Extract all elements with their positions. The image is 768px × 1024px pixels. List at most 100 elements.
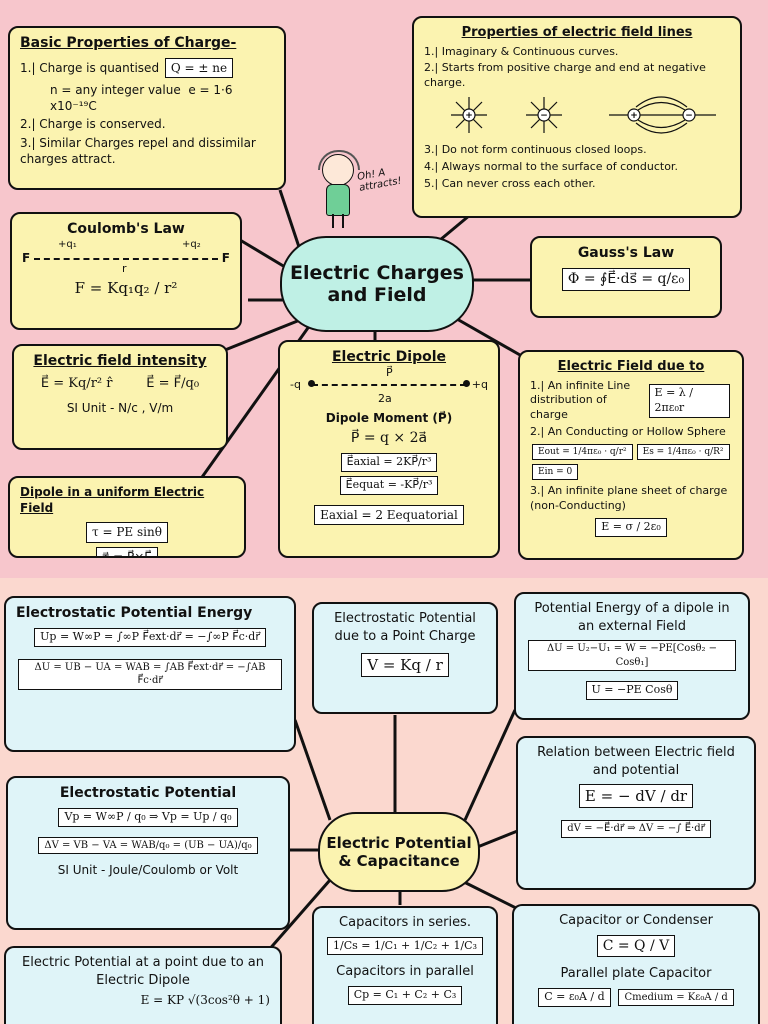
dipole-equatorial-formula: E⃗equat = -KP⃗/r³ xyxy=(339,475,439,495)
field-line-item: 4.| Always normal to the surface of cond… xyxy=(424,160,678,174)
svg-text:−: − xyxy=(685,111,693,121)
line-charge-formula: E = λ / 2πε₀r xyxy=(648,383,730,418)
dipole-pe-formula-2: U = −PE Cosθ xyxy=(585,681,679,700)
gauss-formula: Φ = ∮E⃗·ds⃗ = q/ε₀ xyxy=(561,267,691,291)
dipole-axial-formula: E⃗axial = 2KP⃗/r³ xyxy=(340,452,438,472)
distance-label: r xyxy=(122,261,127,275)
field-intensity-title: Electric field intensity xyxy=(33,353,207,369)
potential-energy-box: Electrostatic Potential Energy Up = W∞P … xyxy=(4,596,296,752)
potential-si-unit: SI Unit - Joule/Coulomb or Volt xyxy=(57,863,239,878)
parallel-title: Capacitors in parallel xyxy=(336,964,474,980)
charge-conserved-text: 2.| Charge is conserved. xyxy=(20,117,166,132)
electrostatic-potential-title: Electrostatic Potential xyxy=(59,785,237,801)
dipole-field-relation: Eaxial = 2 Eequatorial xyxy=(314,504,464,525)
dipole-length-label: 2a xyxy=(378,391,392,405)
potential-energy-title: Electrostatic Potential Energy xyxy=(16,605,253,621)
sphere-text: 2.| An Conducting or Hollow Sphere xyxy=(530,425,726,439)
point-charge-potential-box: Electrostatic Potential due to a Point C… xyxy=(312,602,498,714)
point-charge-formula: V = Kq / r xyxy=(361,653,449,678)
potential-formula-1: Vp = W∞P / q₀ ⇒ Vp = Up / q₀ xyxy=(58,807,238,827)
sphere-formula-surface: Es = 1/4πε₀ · q/R² xyxy=(636,443,730,461)
sphere-formula-in: Ein = 0 xyxy=(532,464,579,481)
field-lines-title: Properties of electric field lines xyxy=(461,25,693,40)
potential-formula-2: ΔV = VB − VA = WAB/q₀ = (UB − UA)/q₀ xyxy=(38,836,258,855)
svg-text:+: + xyxy=(465,111,473,121)
q2-label: +q₂ xyxy=(182,238,201,250)
dipole-potential-title: Electric Potential at a point due to an … xyxy=(22,955,264,988)
medium-capacitance-formula: Cmedium = Kε₀A / d xyxy=(618,988,734,1007)
dipole-p-label: P⃗ xyxy=(386,365,393,379)
svg-text:−: − xyxy=(540,111,548,121)
girl-illustration: Oh! A attracts! xyxy=(304,146,404,230)
field-lines-list-b: 3.| Do not form continuous closed loops.… xyxy=(424,143,730,192)
field-lines-list-a: 1.| Imaginary & Continuous curves. 2.| S… xyxy=(424,45,730,92)
dipole-pos-label: +q xyxy=(471,377,488,391)
field-due-title: Electric Field due to xyxy=(557,359,705,374)
dipole-pe-box: Potential Energy of a dipole in an exter… xyxy=(514,592,750,720)
field-line-item: 1.| Imaginary & Continuous curves. xyxy=(424,44,619,58)
center-topic-line2: and Field xyxy=(327,284,427,306)
gauss-box: Gauss's Law Φ = ∮E⃗·ds⃗ = q/ε₀ xyxy=(530,236,722,318)
coulomb-box: Coulomb's Law F +q₁ +q₂ F r F = Kq₁q₂ / … xyxy=(10,212,242,330)
potential-energy-formula-1: Up = W∞P = ∫∞P F⃗ext·dr⃗ = −∫∞P F⃗c·dr⃗ xyxy=(34,627,266,647)
condenser-title: Capacitor or Condenser xyxy=(559,913,713,928)
sphere-formula-out: Eout = 1/4πε₀ · q/r² xyxy=(532,443,633,461)
intensity-si-unit: SI Unit - N/c , V/m xyxy=(66,401,174,416)
center-topic-line1: Electric Charges xyxy=(290,262,464,284)
dipole-moment-formula: P⃗ = q × 2a⃗ xyxy=(350,430,428,447)
dipole-diagram: -q +q P⃗ 2a xyxy=(290,366,488,410)
relation-title: Relation between Electric field and pote… xyxy=(537,745,735,778)
series-formula: 1/Cs = 1/C₁ + 1/C₂ + 1/C₃ xyxy=(327,936,483,956)
parallel-formula: Cp = C₁ + C₂ + C₃ xyxy=(347,985,463,1005)
charge-repel-text: 3.| Similar Charges repel and dissimilar… xyxy=(20,135,256,166)
field-due-box: Electric Field due to 1.| An infinite Li… xyxy=(518,350,744,560)
uniform-field-box: Dipole in a uniform Electric Field τ = P… xyxy=(8,476,246,558)
dipole-potential-box: Electric Potential at a point due to an … xyxy=(4,946,282,1024)
intensity-formula-1: E⃗ = Kq/r² r̂ xyxy=(40,375,113,391)
center-topic-line2: & Capacitance xyxy=(338,852,460,870)
electron-charge-value: e = 1·6 x10⁻¹⁹C xyxy=(50,83,233,114)
dipole-pe-formula-1: ΔU = U₂−U₁ = W = −PE[Cosθ₂ − Cosθ₁] xyxy=(528,640,736,672)
q1-label: +q₁ xyxy=(58,238,77,250)
dipole-neg-label: -q xyxy=(290,377,301,391)
uniform-field-title: Dipole in a uniform Electric Field xyxy=(20,485,205,516)
series-title: Capacitors in series. xyxy=(339,915,471,930)
field-lines-diagram: + − + − xyxy=(451,96,716,134)
field-lines-box: Properties of electric field lines 1.| I… xyxy=(412,16,742,218)
field-intensity-box: Electric field intensity E⃗ = Kq/r² r̂ E… xyxy=(12,344,228,450)
girl-speech-text: Oh! A attracts! xyxy=(356,167,403,194)
dipole-pe-title: Potential Energy of a dipole in an exter… xyxy=(534,601,730,634)
integer-text: n = any integer value xyxy=(50,83,181,98)
force-left-label: F xyxy=(22,250,31,265)
condenser-box: Capacitor or Condenser C = Q / V Paralle… xyxy=(512,904,760,1024)
plane-sheet-text: 3.| An infinite plane sheet of charge (n… xyxy=(530,484,728,513)
force-right-label: F xyxy=(221,250,230,265)
svg-text:+: + xyxy=(630,111,638,121)
field-line-item: 3.| Do not form continuous closed loops. xyxy=(424,143,647,157)
electric-dipole-box: Electric Dipole -q +q P⃗ 2a Dipole Momen… xyxy=(278,340,500,558)
capacitors-combination-box: Capacitors in series. 1/Cs = 1/C₁ + 1/C₂… xyxy=(312,906,498,1024)
center-topic-potential: Electric Potential& Capacitance xyxy=(318,812,480,892)
basic-properties-box: Basic Properties of Charge- 1.| Charge i… xyxy=(8,26,286,190)
line-charge-text: 1.| An infinite Line distribution of cha… xyxy=(530,378,631,422)
potential-energy-formula-2: ΔU = UB − UA = WAB = ∫AB F⃗ext·dr⃗ = −∫A… xyxy=(18,658,282,690)
quantisation-formula: Q = ± ne xyxy=(164,57,234,79)
relation-formula-2: dV = −E⃗·dr⃗ ⇒ ΔV = −∫ E⃗·dr⃗ xyxy=(561,820,711,838)
field-line-item: 2.| Starts from positive charge and end … xyxy=(424,61,706,90)
coulomb-formula: F = Kq₁q₂ / r² xyxy=(74,278,178,297)
coulomb-diagram: F +q₁ +q₂ F r xyxy=(22,239,230,278)
integer-row: n = any integer value e = 1·6 x10⁻¹⁹C xyxy=(20,82,274,114)
charge-quantised-text: 1.| Charge is quantised xyxy=(20,60,160,75)
plane-sheet-formula: E = σ / 2ε₀ xyxy=(595,517,667,537)
electrostatic-potential-box: Electrostatic Potential Vp = W∞P / q₀ ⇒ … xyxy=(6,776,290,930)
field-potential-relation-box: Relation between Electric field and pote… xyxy=(516,736,756,890)
relation-formula-1: E = − dV / dr xyxy=(578,784,694,809)
intensity-formula-2: E⃗ = F⃗/q₀ xyxy=(146,375,200,391)
capacitance-formula: C = Q / V xyxy=(596,934,676,958)
basic-properties-title: Basic Properties of Charge- xyxy=(20,35,237,51)
charge-quantised-row: 1.| Charge is quantised Q = ± ne xyxy=(20,56,274,80)
parallel-plate-title: Parallel plate Capacitor xyxy=(560,966,712,982)
parallel-plate-formula: C = ε₀A / d xyxy=(538,987,611,1007)
torque-formula-1: τ = PE sinθ xyxy=(86,522,168,543)
